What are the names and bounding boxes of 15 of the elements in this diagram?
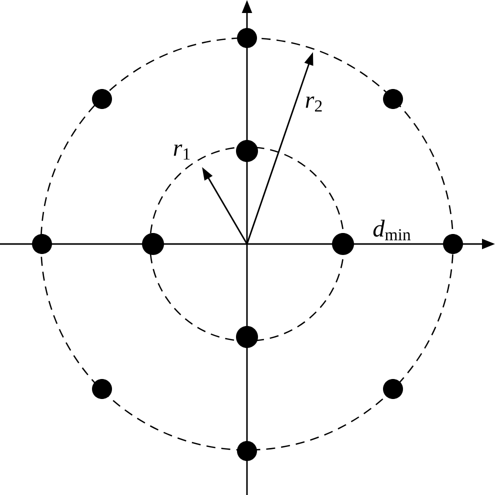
signal-point [32,234,52,254]
signal-point [383,379,403,399]
math-label: r$_{2}$ [306,96,322,112]
signal-point [236,140,258,162]
signal-point [332,233,354,255]
signal-point [237,441,257,461]
signal-point [443,234,463,254]
signal-point [236,326,258,348]
signal-point [92,379,112,399]
math-label: r$_{1}$ [174,144,190,160]
signal-point [142,233,164,255]
signal-point [383,89,403,109]
signal-point [237,28,257,48]
math-label: d$_{min}$ [373,220,411,240]
signal-point [92,89,112,109]
